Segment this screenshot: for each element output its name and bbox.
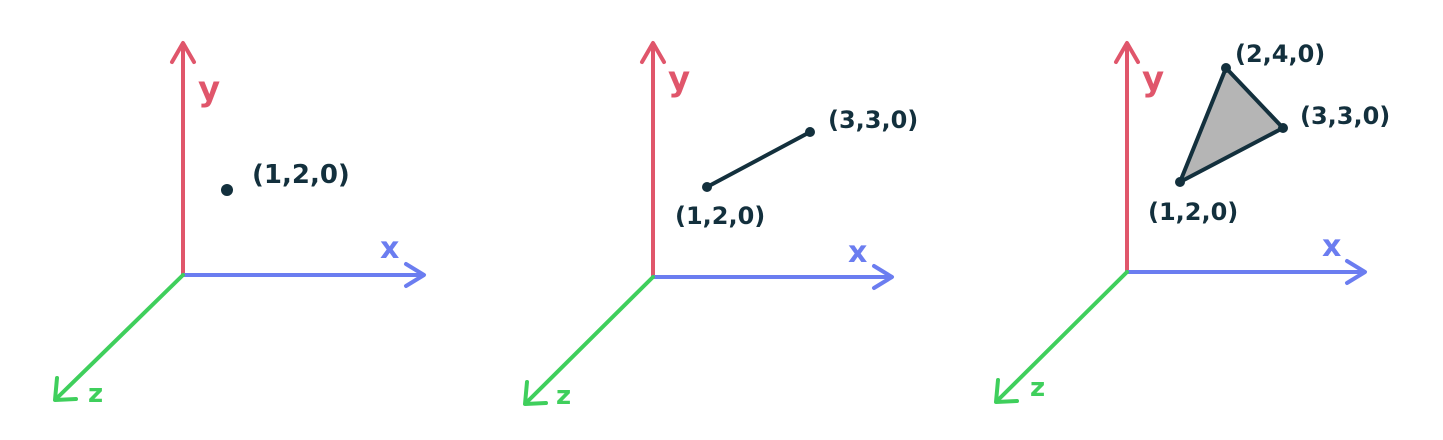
point-label-c: (2,4,0) (1235, 40, 1325, 68)
y-axis (1114, 41, 1140, 274)
triangle-face (1178, 66, 1285, 184)
point-label: (1,2,0) (252, 160, 350, 190)
point-1-2-0 (221, 184, 233, 196)
y-axis-label: y (668, 59, 690, 99)
point-1-2-0 (1175, 177, 1185, 187)
point-label-end: (3,3,0) (828, 106, 918, 134)
line-segment (705, 130, 812, 189)
z-axis (53, 273, 185, 402)
point-label-b: (3,3,0) (1300, 102, 1390, 130)
z-axis (994, 270, 1129, 404)
point-2-4-0 (1221, 63, 1231, 73)
y-axis-label: y (198, 69, 220, 109)
z-axis (523, 275, 655, 406)
point-label-a: (1,2,0) (1148, 198, 1238, 226)
point-3-3-0 (1278, 123, 1288, 133)
x-axis-label: x (848, 235, 867, 270)
x-axis (1125, 259, 1367, 285)
z-axis-label: z (556, 381, 571, 411)
panel-triangle: y x z (1,2,0) (3,3,0) (2,4,0) (994, 40, 1390, 404)
y-axis (640, 41, 666, 279)
y-axis-label: y (1142, 59, 1164, 99)
point-1-2-0 (702, 182, 712, 192)
panel-line: y x z (1,2,0) (3,3,0) (523, 41, 918, 411)
x-axis-label: x (380, 231, 399, 266)
z-axis-label: z (1030, 373, 1045, 403)
x-axis (651, 264, 894, 290)
x-axis (181, 262, 426, 288)
panel-point: y x z (1,2,0) (53, 41, 426, 409)
x-axis-label: x (1322, 229, 1341, 264)
point-label-start: (1,2,0) (675, 202, 765, 230)
z-axis-label: z (88, 379, 103, 409)
y-axis (170, 41, 196, 277)
point-3-3-0 (805, 127, 815, 137)
